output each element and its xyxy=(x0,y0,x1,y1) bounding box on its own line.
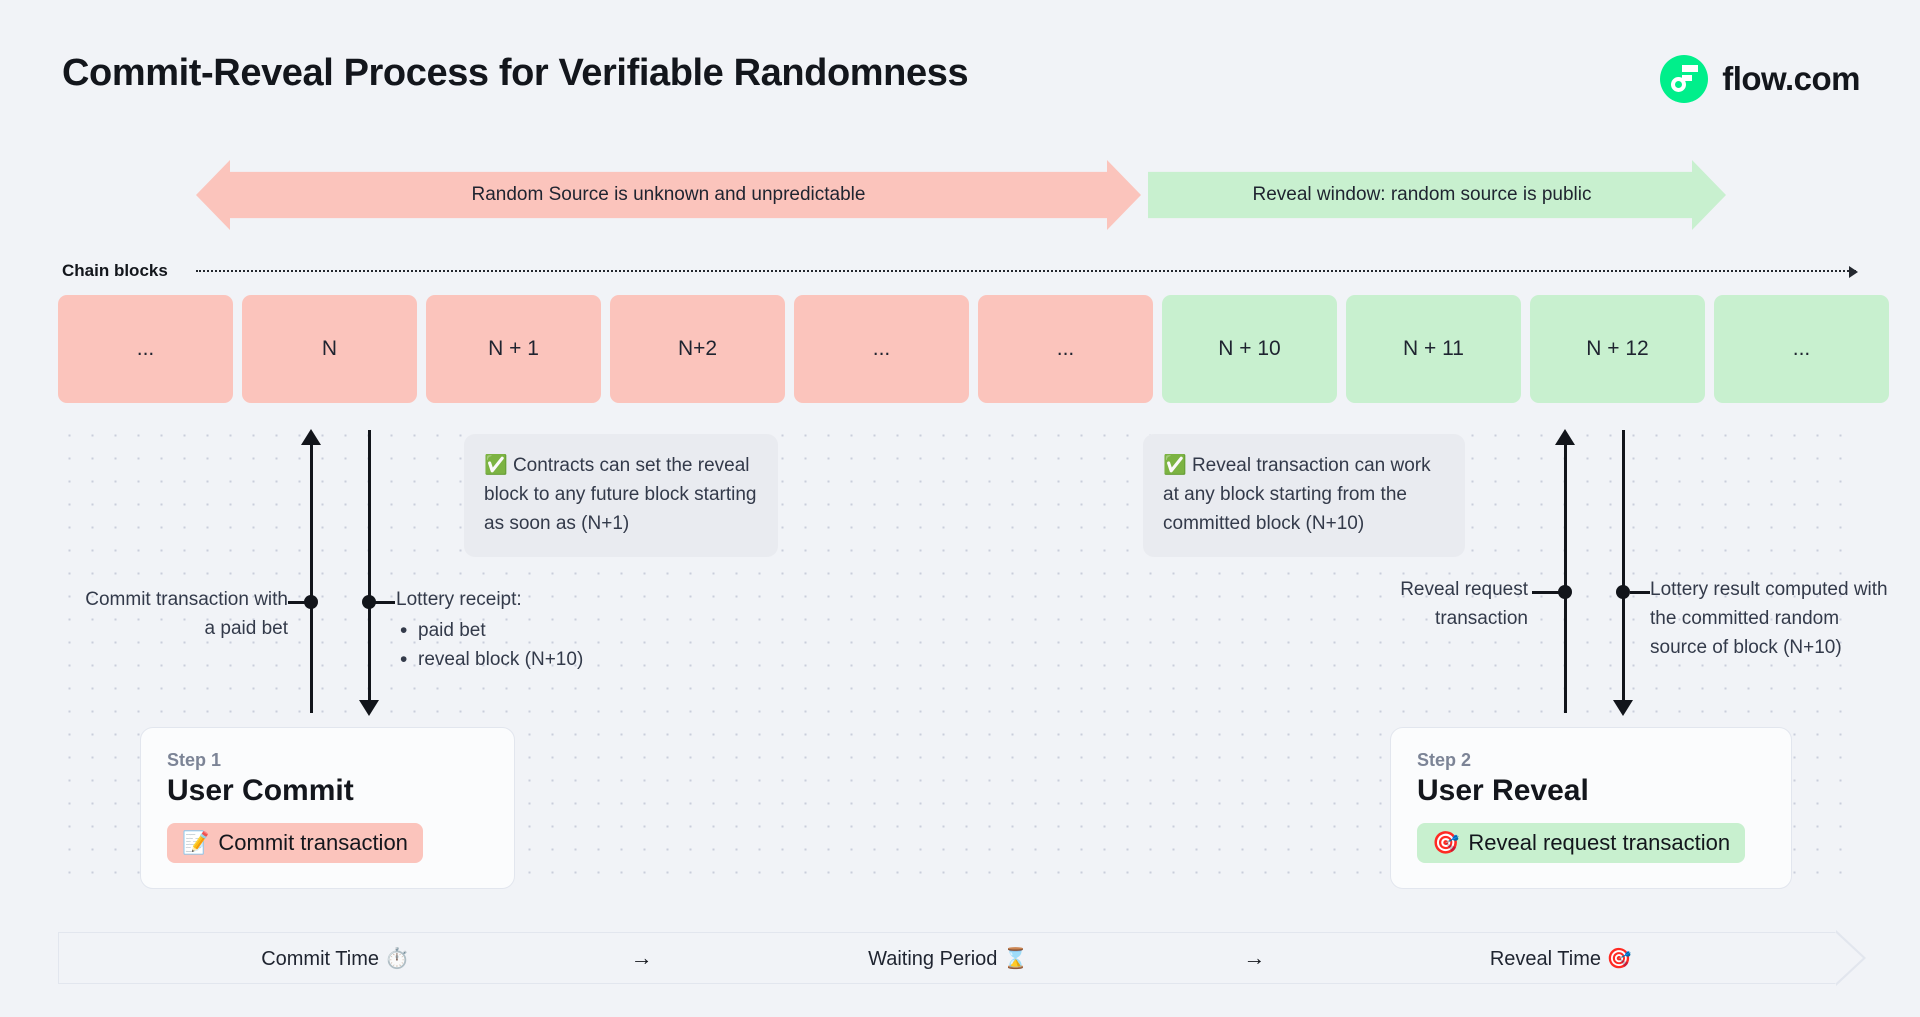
step-1-label: Step 1 xyxy=(167,750,222,770)
chain-block: N xyxy=(242,295,417,403)
chip-commit-label: Commit transaction xyxy=(218,830,408,855)
chip-reveal-label: Reveal request transaction xyxy=(1468,830,1731,855)
chain-block: N + 11 xyxy=(1346,295,1521,403)
result-arrow-line xyxy=(1622,430,1625,703)
step-2-label: Step 2 xyxy=(1417,750,1472,770)
reveal-arrow-dot xyxy=(1558,585,1572,599)
phase-reveal-banner: Reveal window: random source is public xyxy=(1148,160,1726,230)
step-card-user-reveal[interactable]: Step 2 User Reveal 🎯 Reveal request tran… xyxy=(1390,727,1792,889)
chain-axis-line xyxy=(196,266,1858,278)
chain-blocks-row: ... N N + 1 N+2 ... ... N + 10 N + 11 N … xyxy=(58,295,1889,403)
flow-logo: flow.com xyxy=(1660,55,1860,103)
chain-block: ... xyxy=(794,295,969,403)
lottery-receipt-list: paid bet reveal block (N+10) xyxy=(396,615,676,676)
chip-commit-transaction[interactable]: 📝 Commit transaction xyxy=(167,823,423,863)
commit-arrow-line xyxy=(310,443,313,713)
phase-banner-row: Random Source is unknown and unpredictab… xyxy=(196,160,1726,230)
list-item: reveal block (N+10) xyxy=(396,644,676,676)
chain-block: N + 1 xyxy=(426,295,601,403)
commit-arrow-head-icon xyxy=(301,429,321,445)
timeline-arrow-cap-icon xyxy=(1835,930,1866,986)
receipt-arrow-line xyxy=(368,430,371,703)
chain-block: ... xyxy=(58,295,233,403)
timeline-commit-time: Commit Time ⏱️ xyxy=(261,947,410,970)
timeline-arrow-icon: → xyxy=(630,945,653,970)
annotation-lottery-result: Lottery result computed with the committ… xyxy=(1650,579,1888,659)
receipt-connector xyxy=(375,601,395,604)
flow-mark-icon xyxy=(1660,55,1709,103)
chip-reveal-request-transaction[interactable]: 🎯 Reveal request transaction xyxy=(1417,823,1746,863)
page-title: Commit-Reveal Process for Verifiable Ran… xyxy=(62,52,969,94)
chain-block: ... xyxy=(978,295,1153,403)
phase-reveal-label: Reveal window: random source is public xyxy=(1252,184,1592,205)
callout-contracts: ✅ Contracts can set the reveal block to … xyxy=(464,434,778,558)
check-icon: ✅ xyxy=(484,455,508,476)
reveal-connector xyxy=(1532,591,1562,594)
result-connector xyxy=(1630,591,1650,594)
chain-block: N+2 xyxy=(610,295,785,403)
callout-reveal: ✅ Reveal transaction can work at any blo… xyxy=(1143,434,1465,558)
step-card-user-commit[interactable]: Step 1 User Commit 📝 Commit transaction xyxy=(140,727,515,889)
target-icon: 🎯 xyxy=(1432,830,1460,855)
check-icon: ✅ xyxy=(1163,455,1187,476)
annotation-lottery-receipt: Lottery receipt: paid bet reveal block (… xyxy=(396,585,676,676)
step-2-heading: User Reveal xyxy=(1417,774,1589,807)
chain-block: ... xyxy=(1714,295,1889,403)
reveal-arrow-line xyxy=(1564,443,1567,713)
callout-reveal-text: Reveal transaction can work at any block… xyxy=(1163,455,1431,535)
result-arrow-head-icon xyxy=(1613,700,1633,716)
annotation-reveal-request: Reveal request transaction xyxy=(1400,579,1528,630)
phase-unknown-label: Random Source is unknown and unpredictab… xyxy=(471,184,866,205)
commit-connector xyxy=(288,601,308,604)
reveal-arrow-head-icon xyxy=(1555,429,1575,445)
receipt-arrow-head-icon xyxy=(359,700,379,716)
bottom-timeline: Commit Time ⏱️ → Waiting Period ⌛ → Reve… xyxy=(58,932,1838,984)
timeline-arrow-icon: → xyxy=(1243,945,1266,970)
phase-unknown-banner: Random Source is unknown and unpredictab… xyxy=(196,160,1141,230)
callout-contracts-text: Contracts can set the reveal block to an… xyxy=(484,455,757,535)
brand-name: flow.com xyxy=(1722,60,1860,97)
list-item: paid bet xyxy=(396,615,676,647)
chain-block: N + 12 xyxy=(1530,295,1705,403)
result-arrow-dot xyxy=(1616,585,1630,599)
lottery-receipt-title: Lottery receipt: xyxy=(396,589,522,610)
receipt-arrow-dot xyxy=(362,595,376,609)
timeline-waiting-period: Waiting Period ⌛ xyxy=(868,947,1028,970)
chain-blocks-label: Chain blocks xyxy=(62,261,168,280)
annotation-commit-transaction: Commit transaction with a paid bet xyxy=(85,589,288,640)
timeline-reveal-time: Reveal Time 🎯 xyxy=(1489,947,1632,970)
memo-icon: 📝 xyxy=(182,830,210,855)
step-1-heading: User Commit xyxy=(167,774,354,807)
commit-arrow-dot xyxy=(304,595,318,609)
chain-block: N + 10 xyxy=(1162,295,1337,403)
